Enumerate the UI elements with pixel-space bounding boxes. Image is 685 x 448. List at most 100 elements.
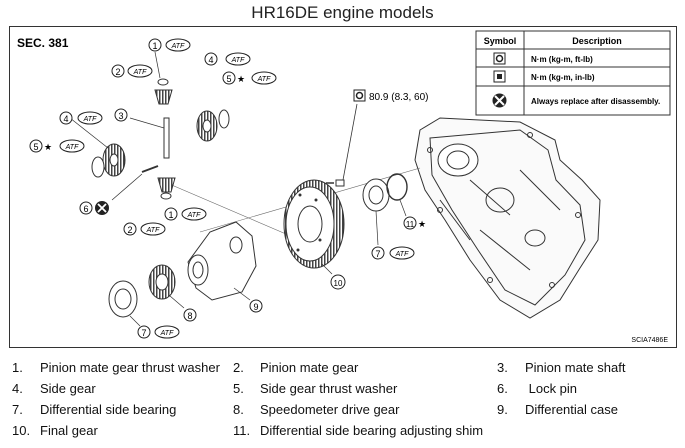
pinion-mate-thrust-washer-top (154, 51, 169, 86)
symbol-desc-1: N·m (kg-m, ft-lb) (531, 55, 593, 64)
pinion-mate-thrust-washer-bottom (160, 192, 172, 200)
legend-row: 4. Side gear 5. Side gear thrust washer … (0, 381, 685, 399)
svg-text:ATF: ATF (65, 144, 79, 151)
torque-wrench-small-icon (493, 70, 506, 83)
part-num: 8. (233, 402, 244, 417)
callout-1a: 1 ATF (148, 38, 191, 52)
callout-10: 10 (330, 274, 346, 290)
callout-8: 8 (183, 308, 197, 322)
legend-row: 1. Pinion mate gear thrust washer 2. Pin… (0, 360, 685, 378)
adjusting-shim (386, 173, 408, 217)
side-gear-thrust-washer-left (91, 156, 105, 178)
part-num: 10. (12, 423, 31, 438)
svg-text:9: 9 (253, 302, 258, 312)
part-num: 3. (497, 360, 508, 375)
final-gear (283, 179, 345, 275)
torque-spec: 80.9 (8.3, 60) (342, 89, 428, 181)
svg-text:ATF: ATF (133, 69, 147, 76)
symbol-desc-2: N·m (kg-m, in-lb) (531, 73, 595, 82)
svg-text:8: 8 (187, 311, 192, 321)
pinion-mate-gear-top (154, 89, 173, 105)
svg-text:7: 7 (141, 328, 146, 338)
callout-11: 11 ★ (403, 216, 426, 230)
svg-text:2: 2 (127, 225, 132, 235)
part-num: 4. (12, 381, 23, 396)
svg-text:★: ★ (418, 219, 426, 229)
page-title: HR16DE engine models (251, 3, 434, 22)
torque-wrench-icon (493, 52, 506, 65)
transaxle-case (414, 117, 601, 319)
callout-5b: 5 ★ ATF (29, 139, 85, 153)
part-name: Differential side bearing (40, 402, 177, 417)
svg-text:ATF: ATF (187, 212, 201, 219)
svg-text:ATF: ATF (171, 43, 185, 50)
side-gear-left (69, 117, 126, 177)
part-num: 11. (233, 423, 251, 438)
svg-text:10: 10 (334, 279, 343, 288)
svg-text:ATF: ATF (231, 57, 245, 64)
image-code: SCIA7486E (631, 337, 668, 344)
svg-text:2: 2 (115, 67, 120, 77)
part-num: 1. (12, 360, 23, 375)
svg-text:4: 4 (63, 114, 68, 124)
part-name: Side gear thrust washer (260, 381, 398, 396)
part-name: Pinion mate gear (260, 360, 359, 375)
callout-4a: 4 ATF (204, 52, 251, 66)
lock-pin (111, 165, 159, 201)
side-gear-thrust-washer-right (218, 109, 230, 129)
svg-text:6: 6 (83, 204, 88, 214)
legend-row: 7. Differential side bearing 8. Speedome… (0, 402, 685, 420)
symbol-header: Symbol (484, 36, 517, 46)
part-name: Side gear (40, 381, 96, 396)
callout-4b: 4 ATF (59, 111, 103, 125)
callout-1b: 1 ATF (164, 207, 207, 221)
final-gear-bolt (326, 179, 345, 187)
part-name: Pinion mate gear thrust washer (40, 360, 220, 375)
svg-text:ATF: ATF (83, 116, 97, 123)
svg-text:3: 3 (118, 111, 123, 121)
diagram-frame (9, 26, 677, 348)
exploded-diagram: SEC. 381 Symbol Description N·m (kg-m, f… (17, 30, 671, 344)
callout-2a: 2 ATF (111, 64, 153, 78)
svg-text:ATF: ATF (257, 76, 271, 83)
part-name: Speedometer drive gear (260, 402, 400, 417)
part-name: Final gear (40, 423, 98, 438)
callout-2b: 2 ATF (123, 222, 166, 236)
part-name: Differential case (525, 402, 618, 417)
callout-7a: 7 ATF (371, 246, 415, 260)
svg-text:11: 11 (406, 220, 415, 229)
svg-text:★: ★ (44, 142, 52, 152)
torque-value: 80.9 (8.3, 60) (369, 92, 428, 103)
replace-icon (492, 93, 507, 108)
svg-text:ATF: ATF (395, 251, 409, 258)
part-num: 6. (497, 381, 508, 396)
callout-3: 3 (114, 108, 128, 122)
callout-7b: 7 ATF (137, 325, 180, 339)
symbol-desc-3: Always replace after disassembly. (531, 97, 660, 106)
differential-case (187, 221, 257, 301)
callout-9: 9 (249, 299, 263, 313)
description-header: Description (572, 36, 622, 46)
svg-text:5: 5 (226, 74, 231, 84)
part-num: 9. (497, 402, 508, 417)
svg-text:★: ★ (237, 74, 245, 84)
callout-6: 6 (79, 201, 109, 215)
svg-text:ATF: ATF (160, 330, 174, 337)
symbol-table: Symbol Description N·m (kg-m, ft-lb) N·m… (475, 30, 671, 116)
svg-text:1: 1 (152, 41, 157, 51)
part-num: 7. (12, 402, 23, 417)
svg-text:1: 1 (168, 210, 173, 220)
section-label: SEC. 381 (17, 36, 69, 50)
part-name: Lock pin (525, 381, 578, 396)
svg-text:ATF: ATF (146, 227, 160, 234)
part-name: Differential side bearing adjusting shim (260, 423, 484, 438)
legend-row: 10. Final gear 11. Differential side bea… (0, 423, 685, 441)
part-num: 2. (233, 360, 244, 375)
speedometer-drive-gear (148, 264, 185, 309)
side-gear-right (196, 110, 218, 142)
svg-text:5: 5 (33, 142, 38, 152)
svg-text:7: 7 (375, 249, 380, 259)
side-bearing-left (108, 280, 141, 327)
part-name: Pinion mate shaft (525, 360, 626, 375)
svg-text:4: 4 (208, 55, 213, 65)
